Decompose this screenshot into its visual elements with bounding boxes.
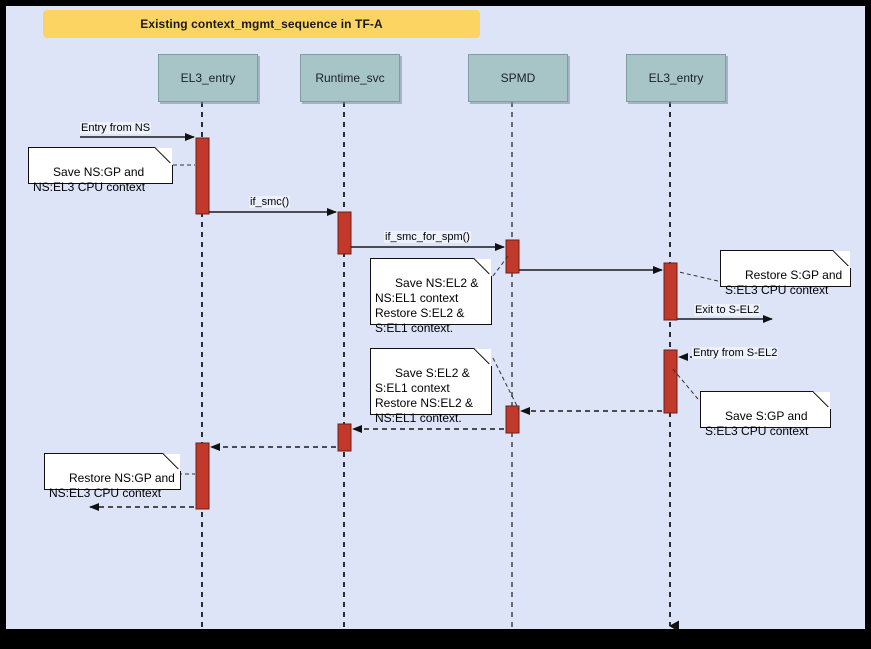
- note-text: Save NS:GP and NS:EL3 CPU context: [33, 165, 146, 194]
- note-text: Save S:EL2 & S:EL1 context Restore NS:EL…: [375, 366, 474, 425]
- participant-runtime-svc[interactable]: Runtime_svc: [300, 54, 400, 102]
- participant-label: EL3_entry: [180, 71, 236, 85]
- note-fold-edge: [474, 348, 492, 366]
- note-fold-edge: [833, 250, 851, 268]
- messages-solid: [80, 133, 773, 323]
- diagram-title: Existing context_mgmt_sequence in TF-A: [140, 17, 383, 31]
- activation-runtime-2: [337, 423, 352, 452]
- note-save-s-gp: Save S:GP and S:EL3 CPU context: [700, 391, 831, 438]
- note-save-s-el2-restore-ns-el2: Save S:EL2 & S:EL1 context Restore NS:EL…: [370, 348, 492, 425]
- note-fold-edge: [155, 147, 173, 165]
- message-label-entry-from-s-el2: Entry from S-EL2: [692, 347, 779, 359]
- note-save-ns-gp: Save NS:GP and NS:EL3 CPU context: [28, 147, 173, 194]
- participant-el3-entry-left[interactable]: EL3_entry: [158, 54, 258, 102]
- note-save-ns-el2-restore-s-el2: Save NS:EL2 & NS:EL1 context Restore S:E…: [370, 258, 492, 335]
- note-text: Restore NS:GP and NS:EL3 CPU context: [49, 471, 175, 500]
- note-fold-edge: [813, 391, 831, 409]
- activation-runtime-1: [337, 211, 352, 255]
- participant-label: EL3_entry: [648, 71, 704, 85]
- diagram-title-banner: Existing context_mgmt_sequence in TF-A: [43, 10, 480, 38]
- note-text: Save NS:EL2 & NS:EL1 context Restore S:E…: [375, 276, 479, 335]
- message-label-entry-from-ns: Entry from NS: [80, 122, 152, 134]
- note-restore-s-gp: Restore S:GP and S:EL3 CPU context: [720, 250, 851, 297]
- participant-el3-entry-right[interactable]: EL3_entry: [626, 54, 726, 102]
- participant-label: SPMD: [500, 71, 536, 85]
- activation-el3-left-1: [195, 137, 210, 215]
- activation-el3-left-2: [195, 442, 210, 510]
- note-text: Restore S:GP and S:EL3 CPU context: [725, 268, 843, 297]
- message-label-exit-to-s-el2: Exit to S-EL2: [694, 304, 761, 316]
- activation-el3-right-2: [663, 349, 678, 414]
- note-fold-edge: [474, 258, 492, 276]
- activation-spmd-2: [505, 405, 520, 434]
- activation-bars: [195, 137, 678, 510]
- anchor-note-save-s-el2: [492, 357, 520, 411]
- activation-spmd-1: [505, 239, 520, 274]
- note-fold-edge: [163, 453, 181, 471]
- message-label-if-smc: if_smc(): [249, 196, 291, 208]
- activation-el3-right-1: [663, 262, 678, 321]
- note-restore-ns-gp: Restore NS:GP and NS:EL3 CPU context: [44, 453, 181, 500]
- note-text: Save S:GP and S:EL3 CPU context: [705, 409, 809, 438]
- anchor-note-restore-s-gp: [678, 271, 719, 282]
- message-label-if-smc-for-spm: if_smc_for_spm(): [384, 231, 471, 243]
- participant-spmd[interactable]: SPMD: [468, 54, 568, 102]
- sequence-diagram: Existing context_mgmt_sequence in TF-A E…: [6, 6, 865, 629]
- participant-label: Runtime_svc: [315, 71, 385, 85]
